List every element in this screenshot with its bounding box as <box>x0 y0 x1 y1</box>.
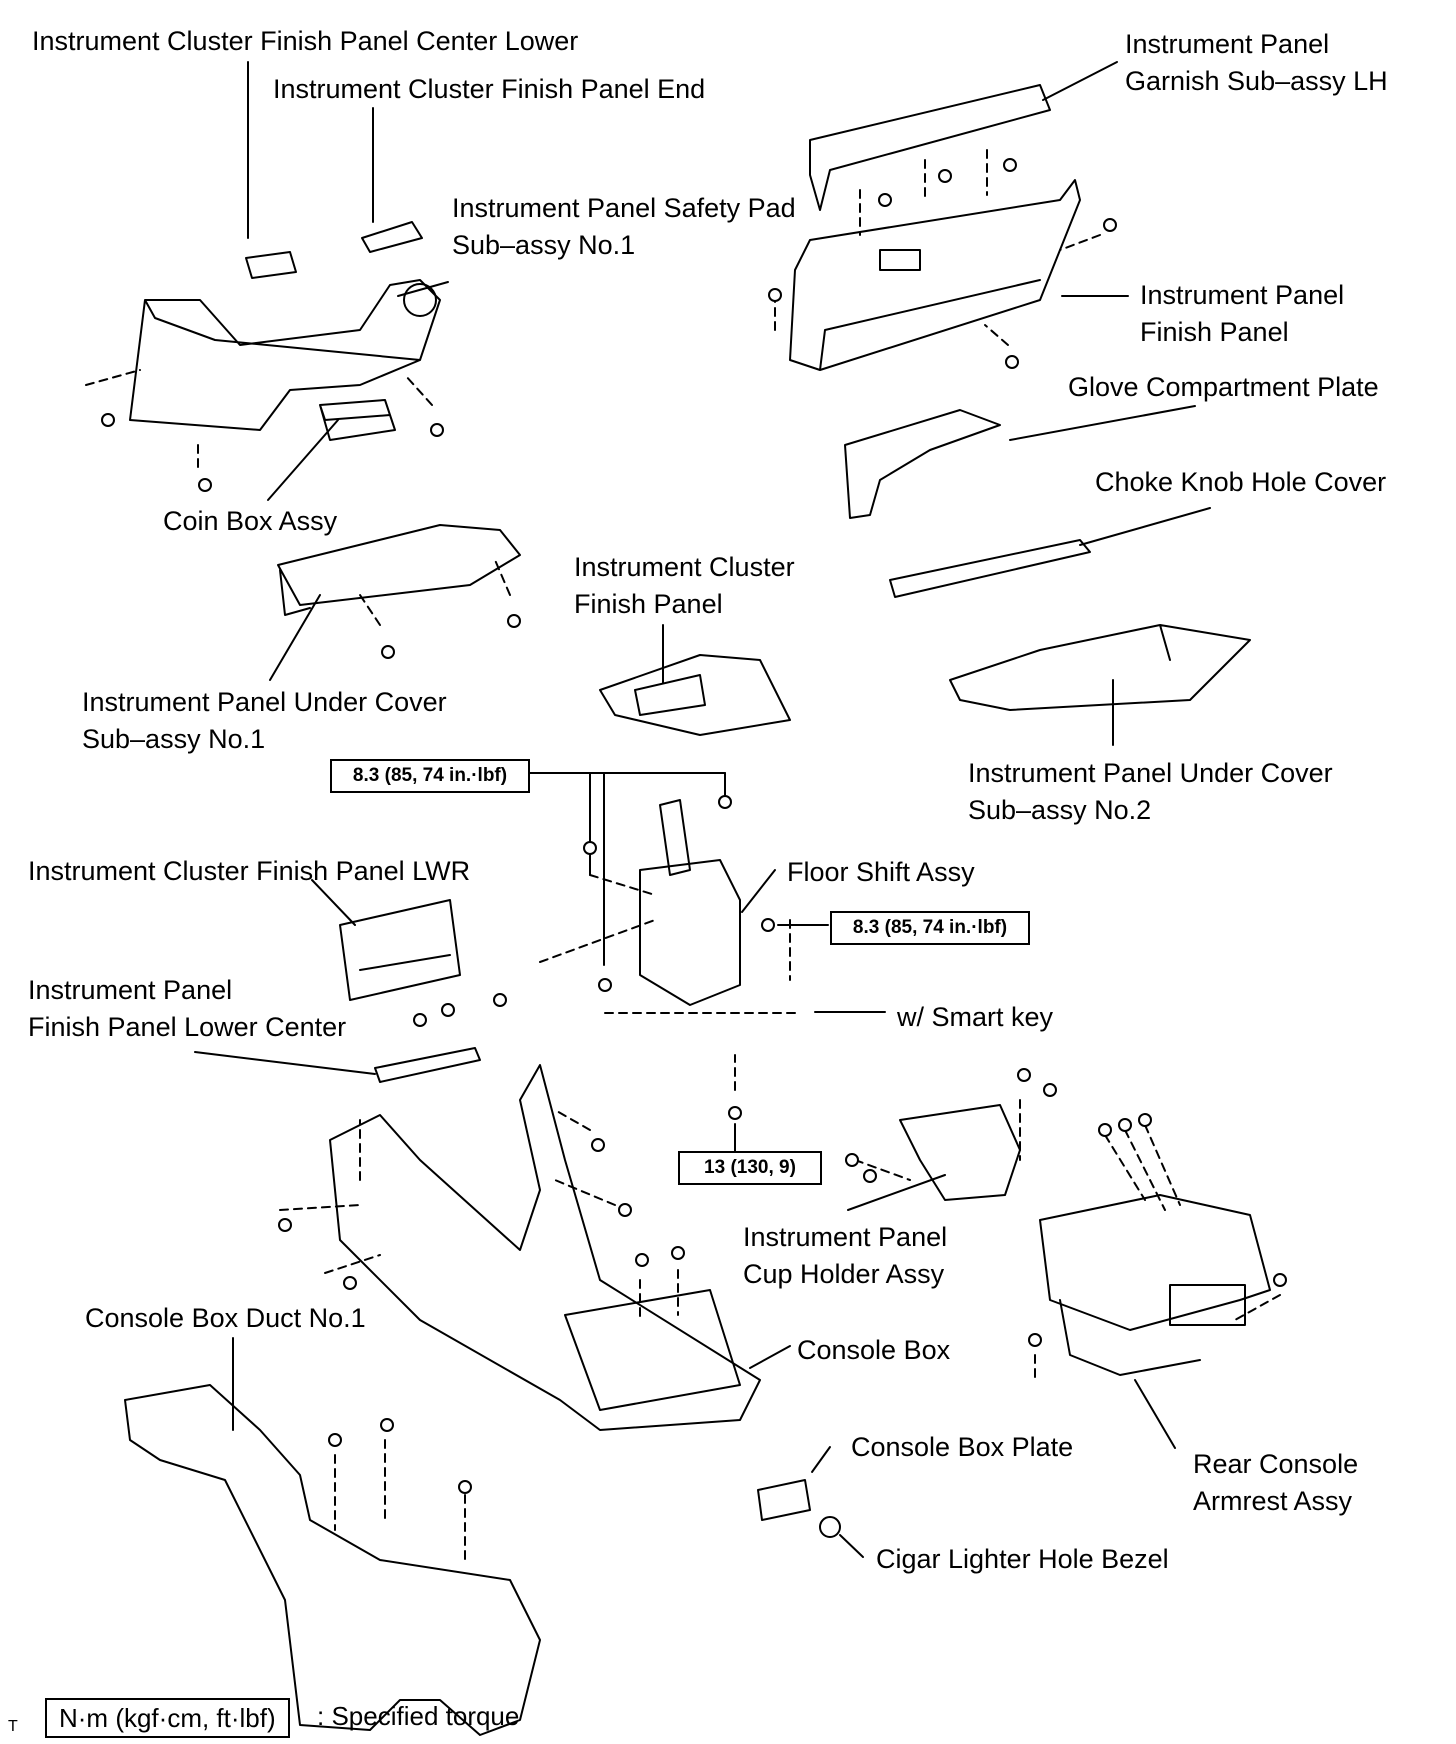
cluster-lwr-part <box>339 899 461 1001</box>
label-console-duct: Console Box Duct No.1 <box>85 1303 366 1333</box>
console-duct-part <box>124 1384 541 1736</box>
label-under-cover-1: Instrument Panel Under Cover Sub–assy No… <box>82 687 447 754</box>
label-floor-shift: Floor Shift Assy <box>787 857 975 887</box>
label-cluster-lwr: Instrument Cluster Finish Panel LWR <box>28 856 471 886</box>
label-glove-plate: Glove Compartment Plate <box>1068 372 1379 402</box>
under-cover-2-part <box>949 624 1251 711</box>
floor-shift-part <box>639 859 741 1006</box>
choke-cover-part <box>889 539 1091 598</box>
armrest-vent <box>1169 1284 1246 1326</box>
label-cluster-finish-panel: Instrument Cluster Finish Panel <box>574 552 795 619</box>
label-cigar-bezel: Cigar Lighter Hole Bezel <box>876 1544 1169 1574</box>
label-garnish-lh: Instrument Panel Garnish Sub–assy LH <box>1125 29 1388 96</box>
corner-mark: T <box>8 1718 18 1735</box>
label-cluster-center-lower: Instrument Cluster Finish Panel Center L… <box>32 26 579 56</box>
label-under-cover-2: Instrument Panel Under Cover Sub–assy No… <box>968 758 1333 825</box>
safety-pad-vent <box>403 283 437 317</box>
cluster-end-part <box>361 221 423 253</box>
safety-pad-part <box>129 279 441 431</box>
console-box-tray <box>564 1289 741 1411</box>
legend-description: : Specified torque <box>317 1701 520 1731</box>
glove-plate-part <box>844 409 1001 519</box>
label-safety-pad: Instrument Panel Safety Pad Sub–assy No.… <box>452 193 796 260</box>
label-armrest: Rear Console Armrest Assy <box>1193 1449 1359 1516</box>
bolts <box>101 158 1287 1494</box>
glove-latch <box>879 249 921 271</box>
cigar-bezel-part <box>819 1516 841 1538</box>
armrest-part <box>1039 1194 1271 1376</box>
shift-knob <box>659 799 691 876</box>
leader-lines <box>194 61 1211 1558</box>
label-lower-center: Instrument Panel Finish Panel Lower Cent… <box>28 975 347 1042</box>
legend-torque-unit: N·m (kgf·cm, ft·lbf) <box>45 1698 290 1738</box>
lower-center-part <box>374 1047 481 1083</box>
label-cluster-end: Instrument Cluster Finish Panel End <box>273 74 706 104</box>
label-finish-panel: Instrument Panel Finish Panel <box>1140 280 1345 347</box>
cup-holder-part <box>899 1104 1021 1201</box>
under-cover-1-part <box>277 524 521 616</box>
label-smart-key: w/ Smart key <box>897 1002 1054 1032</box>
coin-box-part <box>319 399 396 441</box>
console-plate-part <box>757 1479 811 1521</box>
torque-box-cable: 13 (130, 9) <box>678 1151 822 1185</box>
label-coin-box: Coin Box Assy <box>163 506 338 536</box>
finish-panel-part <box>789 179 1081 371</box>
label-cup-holder: Instrument Panel Cup Holder Assy <box>743 1222 948 1289</box>
label-console-plate: Console Box Plate <box>851 1432 1074 1462</box>
garnish-lh-part <box>809 84 1051 211</box>
label-console-box: Console Box <box>797 1335 951 1365</box>
label-choke-cover: Choke Knob Hole Cover <box>1095 467 1387 497</box>
cluster-center-lower-part <box>245 251 297 279</box>
torque-box-shift-top: 8.3 (85, 74 in.·lbf) <box>330 759 530 793</box>
console-box-part <box>329 1064 761 1431</box>
cluster-finish-part <box>599 654 791 736</box>
dashed-install-lines <box>85 149 1281 1561</box>
torque-box-shift-right: 8.3 (85, 74 in.·lbf) <box>830 911 1030 945</box>
